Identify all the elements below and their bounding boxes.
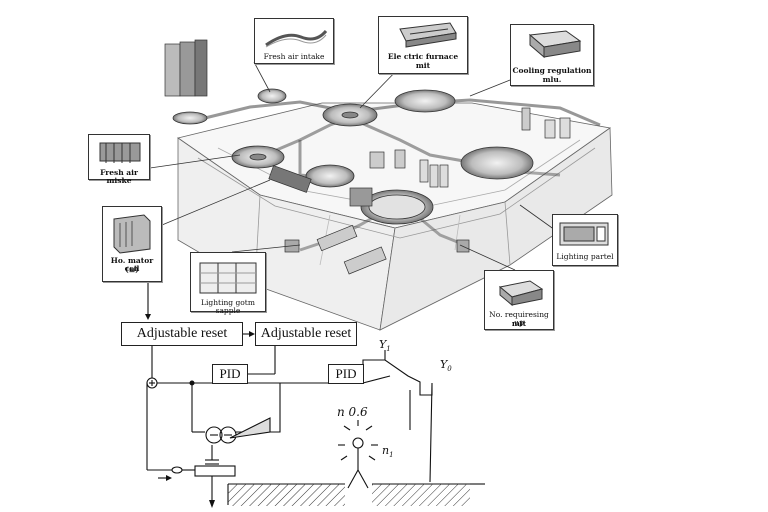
callout-leaders (149, 61, 556, 271)
callout-label: Ho. mator ccil (110, 256, 154, 273)
callout-electric-furnace: Ele ctric furnace mit (378, 16, 468, 74)
adjustable-reset-right-label: Adjustable reset (260, 326, 352, 341)
pid-right-label: PID (335, 366, 357, 381)
air-intake-grille-icon (99, 142, 141, 163)
callout-label-unit: mit (415, 61, 431, 70)
callout-lighting-sample: Lighting gotm sapple (190, 252, 266, 315)
cooling-unit-icon (528, 30, 582, 59)
symbol-y0-sub: 0 (447, 365, 452, 374)
occupancy-value: n 0.6 (337, 405, 368, 419)
callout-label: Fresh air intake (263, 52, 325, 61)
callout-fresh-air-intake-top: Fresh air intake (254, 18, 334, 64)
symbol-y1-base: Y (379, 338, 387, 351)
electric-furnace-icon (399, 22, 457, 48)
symbol-y1: Y1 (379, 338, 391, 353)
adjustable-reset-left-box: Adjustable reset (121, 322, 243, 346)
duct-unit-icon (498, 280, 544, 307)
building-isometric (177, 98, 613, 331)
callout-label-sub: (≣) (125, 265, 139, 274)
symbol-y0: Y0 (440, 358, 452, 373)
callout-heater-coil: Ho. mator ccil (≣) (102, 206, 162, 282)
callout-label: Cooling regulation (512, 66, 592, 75)
ground-hatch-right (372, 484, 470, 506)
adjustable-reset-left-label: Adjustable reset (136, 326, 228, 341)
callout-no-requiring-up: No. requiresing up mit (484, 270, 554, 330)
callout-label: Ele ctric furnace (387, 52, 459, 61)
callout-label: Lighting partel (556, 252, 614, 261)
symbol-n1-base: n (382, 444, 390, 457)
control-schematic (145, 283, 485, 508)
ground-hatch-left (228, 484, 345, 506)
callout-fresh-air-intake-left: Fresh air miske (88, 134, 150, 185)
callout-label: Fresh air miske (100, 168, 138, 185)
heater-coil-icon (113, 214, 151, 254)
callout-label-unit: mit (511, 319, 527, 328)
callout-cooling-regulation: Cooling regulation mlu. (510, 24, 594, 86)
pid-right-box: PID (328, 364, 364, 384)
symbol-y1-sub: 1 (386, 345, 391, 354)
lighting-sample-icon (199, 262, 257, 294)
pid-left-box: PID (212, 364, 248, 384)
pid-left-label: PID (219, 366, 241, 381)
lighting-panel-icon (559, 222, 609, 246)
callout-lighting-panel: Lighting partel (552, 214, 618, 266)
callout-label-unit: mlu. (542, 75, 562, 84)
fresh-air-intake-icon (265, 29, 328, 48)
symbol-y0-base: Y (440, 358, 448, 371)
callout-label: No. requiresing up (489, 310, 549, 327)
symbol-n1-sub: 1 (389, 451, 394, 460)
symbol-n1: n1 (382, 444, 394, 459)
callout-label: Lighting gotm sapple (201, 298, 255, 315)
adjustable-reset-right-box: Adjustable reset (255, 322, 357, 346)
ceiling-diffusers (172, 88, 534, 225)
